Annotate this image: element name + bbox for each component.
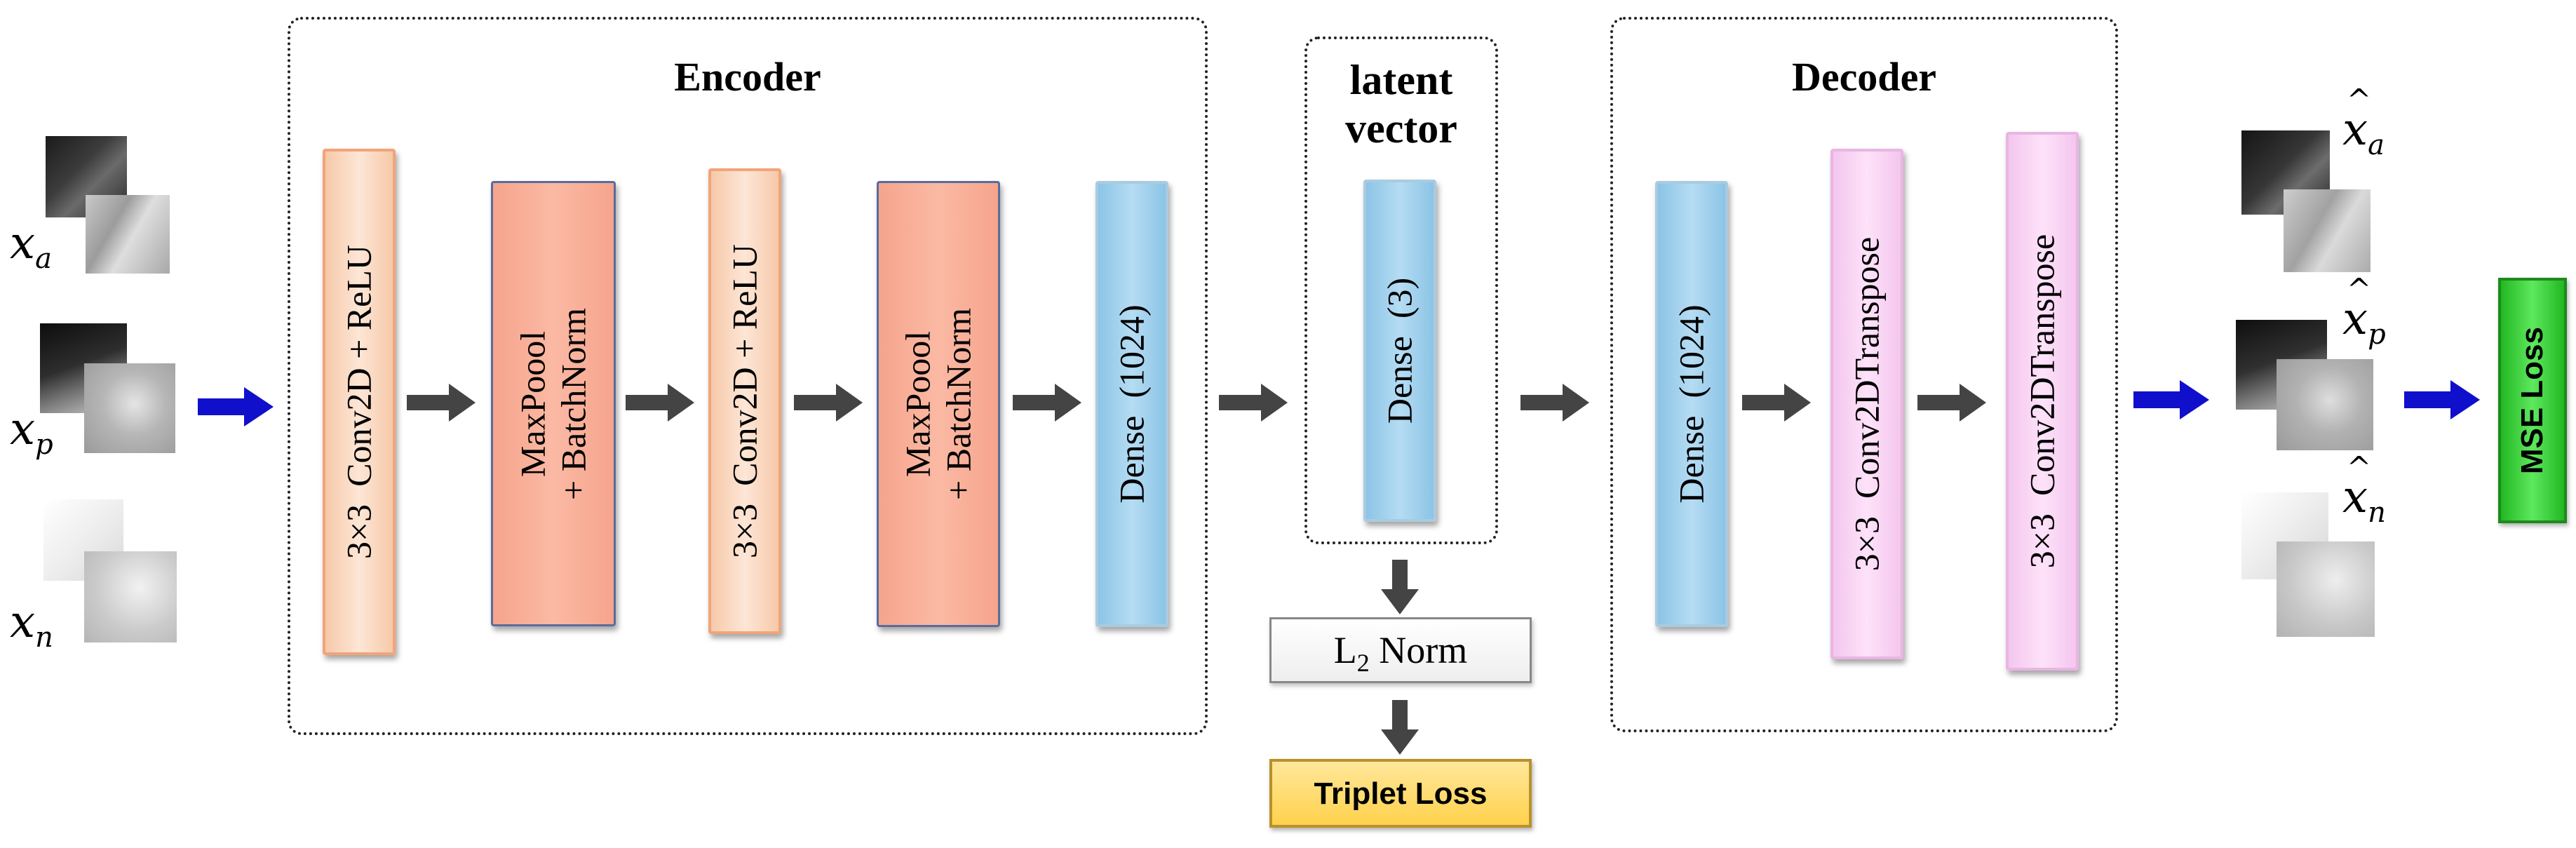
output-label-positive: x ^ p xyxy=(2342,272,2386,351)
latent-group xyxy=(1304,36,1498,544)
anchor-image-front xyxy=(86,195,170,274)
recon-negative-image-front xyxy=(2277,541,2375,637)
mse-arrow-icon xyxy=(2404,380,2480,419)
mse-loss-box: MSE Loss xyxy=(2498,278,2567,523)
encoder-conv-layer-2: 3×3 Conv2D + ReLU xyxy=(708,168,781,634)
decoder-deconv-layer-1: 3×3 Conv2DTranspose xyxy=(1830,149,1903,659)
encoder-pool-layer-2: MaxPoool + BatchNorm xyxy=(877,181,1000,627)
encoder-dense-layer: Dense (1024) xyxy=(1095,181,1168,627)
arrow-icon xyxy=(1520,384,1589,422)
input-label-anchor: xa xyxy=(10,217,52,275)
l2-norm-box: L2 Norm xyxy=(1269,617,1532,683)
arrow-icon xyxy=(1219,384,1288,422)
encoder-conv-layer-1: 3×3 Conv2D + ReLU xyxy=(323,149,396,655)
output-label-anchor: x ^ a xyxy=(2342,83,2385,161)
arrow-icon xyxy=(626,384,694,422)
recon-positive-image-front xyxy=(2277,359,2373,450)
decoder-deconv-layer-2: 3×3 Conv2DTranspose xyxy=(2006,132,2079,671)
arrow-icon xyxy=(794,384,863,422)
output-label-negative: x ^ n xyxy=(2342,450,2386,529)
encoder-pool-layer-1: MaxPoool + BatchNorm xyxy=(491,181,616,626)
decoder-title: Decoder xyxy=(1791,54,1937,100)
output-arrow-icon xyxy=(2133,380,2209,419)
encoder-group: Encoder xyxy=(288,17,1208,735)
input-label-positive: xp xyxy=(10,403,53,461)
latent-dense-layer: Dense (3) xyxy=(1363,180,1436,522)
down-arrow-icon xyxy=(1381,700,1419,755)
decoder-group: Decoder xyxy=(1610,17,2118,732)
arrow-icon xyxy=(407,384,476,422)
arrow-icon xyxy=(1917,384,1986,422)
down-arrow-icon xyxy=(1381,560,1419,614)
arrow-icon xyxy=(1742,384,1811,422)
decoder-dense-layer: Dense (1024) xyxy=(1655,181,1728,627)
positive-image-front xyxy=(84,363,175,453)
input-arrow-icon xyxy=(198,387,274,426)
triplet-loss-box: Triplet Loss xyxy=(1269,759,1532,828)
recon-anchor-image-front xyxy=(2284,189,2371,272)
latent-title: latent vector xyxy=(1345,57,1457,152)
input-label-negative: xn xyxy=(10,596,53,654)
negative-image-front xyxy=(84,551,177,642)
arrow-icon xyxy=(1013,384,1081,422)
encoder-title: Encoder xyxy=(674,54,821,100)
